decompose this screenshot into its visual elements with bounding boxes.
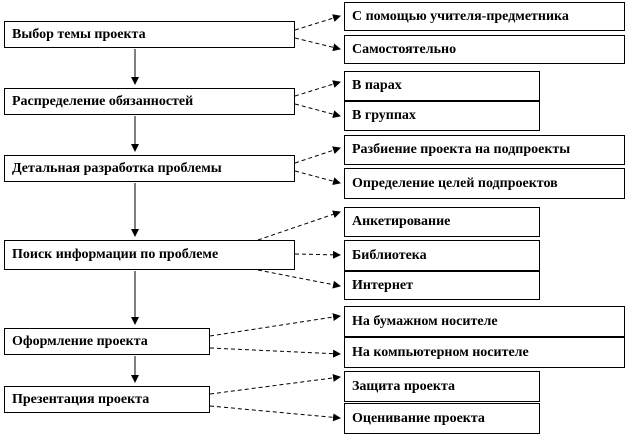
option-groups-box: В группах xyxy=(344,101,540,131)
stage-2-box: Распределение обязанностей xyxy=(4,88,295,115)
arrow-stage-3-option-1 xyxy=(294,146,341,164)
option-evaluation-box: Оценивание проекта xyxy=(344,403,540,434)
stage-1-box: Выбор темы проекта xyxy=(4,21,295,48)
arrow-stage-1-option-1 xyxy=(294,14,341,31)
stage-5-label: Оформление проекта xyxy=(12,333,148,349)
option-goals-label: Определение целей подпроектов xyxy=(352,175,558,191)
option-survey-box: Анкетирование xyxy=(344,207,540,237)
stage-1-label: Выбор темы проекта xyxy=(12,26,146,42)
option-split-label: Разбиение проекта на подпроекты xyxy=(352,142,571,157)
option-computer-box: На компьютерном носителе xyxy=(344,337,625,368)
arrow-stage-2-option-2 xyxy=(294,103,341,119)
option-split-box: Разбиение проекта на подпроекты xyxy=(344,135,625,165)
option-library-label: Библиотека xyxy=(352,247,427,263)
option-internet-label: Интернет xyxy=(352,277,413,293)
option-teacher-label: С помощью учителя-предметника xyxy=(352,8,569,24)
option-pairs-label: В парах xyxy=(352,78,402,93)
arrow-stage-4-option-2 xyxy=(294,250,341,259)
option-internet-box: Интернет xyxy=(344,271,540,300)
option-library-box: Библиотека xyxy=(344,240,540,271)
stage-4-box: Поиск информации по проблеме xyxy=(4,240,295,270)
stage-6-box: Презентация проекта xyxy=(4,386,210,413)
stage-5-box: Оформление проекта xyxy=(4,328,210,355)
arrow-stage-5-option-1 xyxy=(209,313,341,337)
arrow-stage-6-option-1 xyxy=(209,373,341,395)
option-independent-box: Самостоятельно xyxy=(344,35,625,64)
arrow-stage-4-option-1 xyxy=(257,210,341,241)
option-evaluation-label: Оценивание проекта xyxy=(352,410,485,426)
option-paper-label: На бумажном носителе xyxy=(352,313,498,329)
stage-3-label: Детальная разработка проблемы xyxy=(12,160,222,176)
stage-4-label: Поиск информации по проблеме xyxy=(12,247,219,262)
option-independent-label: Самостоятельно xyxy=(352,41,457,57)
arrow-stage-2-option-1 xyxy=(294,80,341,97)
option-pairs-box: В парах xyxy=(344,71,540,101)
option-defense-box: Защита проекта xyxy=(344,371,540,402)
arrow-stage-1-option-2 xyxy=(294,37,341,52)
arrow-stage-4-option-3 xyxy=(257,269,341,289)
option-paper-box: На бумажном носителе xyxy=(344,306,625,337)
option-groups-label: В группах xyxy=(352,108,416,123)
arrow-stage-6-option-2 xyxy=(209,405,341,422)
option-defense-label: Защита проекта xyxy=(352,378,456,394)
arrow-stage-3-option-2 xyxy=(294,170,341,186)
option-goals-box: Определение целей подпроектов xyxy=(344,168,625,199)
stage-3-box: Детальная разработка проблемы xyxy=(4,155,295,182)
stage-2-label: Распределение обязанностей xyxy=(12,93,194,109)
arrow-stage-5-option-2 xyxy=(209,347,341,358)
option-survey-label: Анкетирование xyxy=(352,214,451,229)
option-computer-label: На компьютерном носителе xyxy=(352,344,529,360)
option-teacher-box: С помощью учителя-предметника xyxy=(344,2,625,31)
stage-6-label: Презентация проекта xyxy=(12,391,150,407)
